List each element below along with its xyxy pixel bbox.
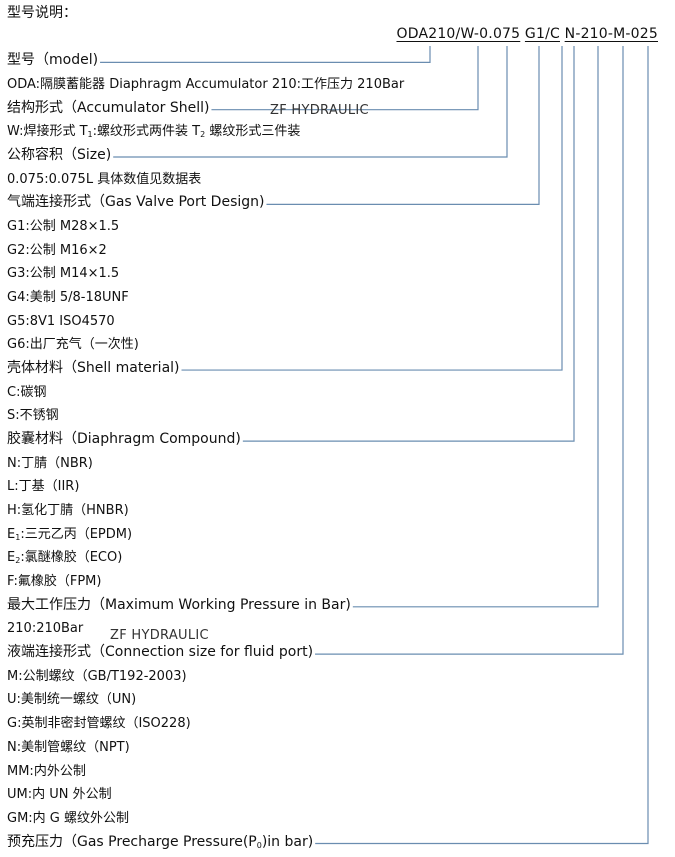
option-item: ODA:隔膜蓄能器 Diaphragm Accumulator 210:工作压力…	[7, 73, 667, 97]
text: 型号（model)	[7, 52, 99, 69]
text: :氯醚橡胶（ECO)	[20, 550, 123, 566]
option-item: S:不锈钢	[7, 404, 667, 428]
text: G3:公制 M14×1.5	[7, 266, 120, 282]
text: H:氢化丁腈（HNBR)	[7, 503, 129, 519]
option-item: W:焊接形式 T1:螺纹形式两件装 T2 螺纹形式三件装	[7, 120, 667, 144]
section-heading: 预充压力（Gas Precharge Pressure(P0)in bar)	[7, 831, 667, 855]
text: GM:内 G 螺纹外公制	[7, 810, 130, 826]
watermark: ZF HYDRAULIC	[110, 628, 209, 643]
section-heading: 气端连接形式（Gas Valve Port Design)	[7, 191, 667, 215]
option-item: 210:210Bar	[7, 617, 667, 641]
connector-line	[100, 46, 431, 63]
option-item: F:氟橡胶（FPM)	[7, 570, 667, 594]
connector-line	[266, 46, 540, 205]
text: N:丁腈（NBR)	[7, 455, 93, 471]
option-item: G5:8V1 ISO4570	[7, 310, 667, 334]
text: G4:美制 5/8-18UNF	[7, 290, 129, 306]
option-item: G6:出厂充气（一次性)	[7, 333, 667, 357]
model-code-part: N-210-M-025	[564, 26, 658, 42]
section-heading: 胶囊材料（Diaphragm Compound)	[7, 428, 667, 452]
text: 最大工作压力（Maximum Working Pressure in Bar)	[7, 596, 351, 613]
connector-line	[113, 46, 508, 158]
connector-line	[181, 46, 563, 371]
option-item: 0.075:0.075L 具体数值见数据表	[7, 168, 667, 192]
section-heading: 型号（model)	[7, 49, 667, 73]
legend-rows: 型号说明： 型号（model) ODA:隔膜蓄能器 Diaphragm Accum…	[7, 2, 667, 854]
text: G5:8V1 ISO4570	[7, 313, 115, 329]
text: 液端连接形式（Connection size for fluid port)	[7, 644, 314, 661]
subscript: 1	[87, 130, 93, 140]
option-item: UM:内 UN 外公制	[7, 783, 667, 807]
connector-line	[242, 46, 575, 442]
model-code-part: ODA210/W-0.075	[396, 26, 521, 42]
text: G6:出厂充气（一次性)	[7, 337, 139, 353]
subscript: 2	[200, 130, 206, 140]
text: N:美制管螺纹（NPT)	[7, 739, 130, 755]
text: 螺纹形式三件装	[205, 124, 301, 140]
subscript: 0	[256, 840, 262, 850]
model-code: ODA210/W-0.075 G1/C N-210-M-025	[396, 26, 658, 42]
text: ODA:隔膜蓄能器 Diaphragm Accumulator 210:工作压力…	[7, 77, 405, 93]
option-item: G4:美制 5/8-18UNF	[7, 286, 667, 310]
text: MM:内外公制	[7, 763, 86, 779]
option-item: N:美制管螺纹（NPT)	[7, 736, 667, 760]
connector-line	[315, 46, 649, 845]
section-title: 型号说明：	[7, 5, 77, 21]
text: E	[7, 550, 16, 566]
text: G:英制非密封管螺纹（ISO228)	[7, 716, 191, 732]
option-item: G3:公制 M14×1.5	[7, 262, 667, 286]
option-item: G:英制非密封管螺纹（ISO228)	[7, 712, 667, 736]
model-code-part: G1/C	[524, 26, 560, 42]
option-item: GM:内 G 螺纹外公制	[7, 807, 667, 831]
option-item: E2:氯醚橡胶（ECO)	[7, 546, 667, 570]
section-heading: 公称容积（Size)	[7, 144, 667, 168]
option-item: G1:公制 M28×1.5	[7, 215, 667, 239]
subscript: 1	[15, 532, 21, 542]
text: 210:210Bar	[7, 621, 84, 637]
option-item: C:碳钢	[7, 381, 667, 405]
text: 气端连接形式（Gas Valve Port Design)	[7, 194, 265, 211]
section-heading: 壳体材料（Shell material)	[7, 357, 667, 381]
text: :螺纹形式两件装 T	[92, 124, 201, 140]
connector-line	[211, 46, 479, 111]
text: )in bar)	[261, 833, 314, 850]
option-item: N:丁腈（NBR)	[7, 452, 667, 476]
watermark: ZF HYDRAULIC	[270, 103, 369, 118]
text: G2:公制 M16×2	[7, 242, 107, 258]
connector-line	[352, 46, 599, 608]
text: :三元乙丙（EPDM)	[20, 526, 133, 542]
option-item: E1:三元乙丙（EPDM)	[7, 523, 667, 547]
text: S:不锈钢	[7, 408, 59, 424]
section-heading: 液端连接形式（Connection size for fluid port)	[7, 641, 667, 665]
text: 预充压力（Gas Precharge Pressure(P	[7, 833, 257, 850]
text: 结构形式（Accumulator Shell)	[7, 99, 210, 116]
subscript: 2	[15, 556, 21, 566]
text: E	[7, 526, 16, 542]
text: 公称容积（Size)	[7, 147, 112, 164]
option-item: H:氢化丁腈（HNBR)	[7, 499, 667, 523]
text: F:氟橡胶（FPM)	[7, 574, 102, 590]
text: 壳体材料（Shell material)	[7, 360, 180, 377]
text: M:公制螺纹（GB/T192-2003)	[7, 668, 187, 684]
section-heading: 最大工作压力（Maximum Working Pressure in Bar)	[7, 594, 667, 618]
option-item: MM:内外公制	[7, 760, 667, 784]
section-heading: 结构形式（Accumulator Shell)	[7, 97, 667, 121]
text: W:焊接形式 T	[7, 124, 88, 140]
option-item: M:公制螺纹（GB/T192-2003)	[7, 665, 667, 689]
option-item: L:丁基（IIR)	[7, 475, 667, 499]
connector-line	[315, 46, 624, 655]
text: L:丁基（IIR)	[7, 479, 80, 495]
text: 胶囊材料（Diaphragm Compound)	[7, 431, 241, 448]
text: U:美制统一螺纹（UN)	[7, 692, 137, 708]
text: G1:公制 M28×1.5	[7, 219, 120, 235]
text: C:碳钢	[7, 384, 47, 400]
option-item: G2:公制 M16×2	[7, 239, 667, 263]
option-item: U:美制统一螺纹（UN)	[7, 688, 667, 712]
text: UM:内 UN 外公制	[7, 787, 112, 803]
text: 0.075:0.075L 具体数值见数据表	[7, 171, 202, 187]
